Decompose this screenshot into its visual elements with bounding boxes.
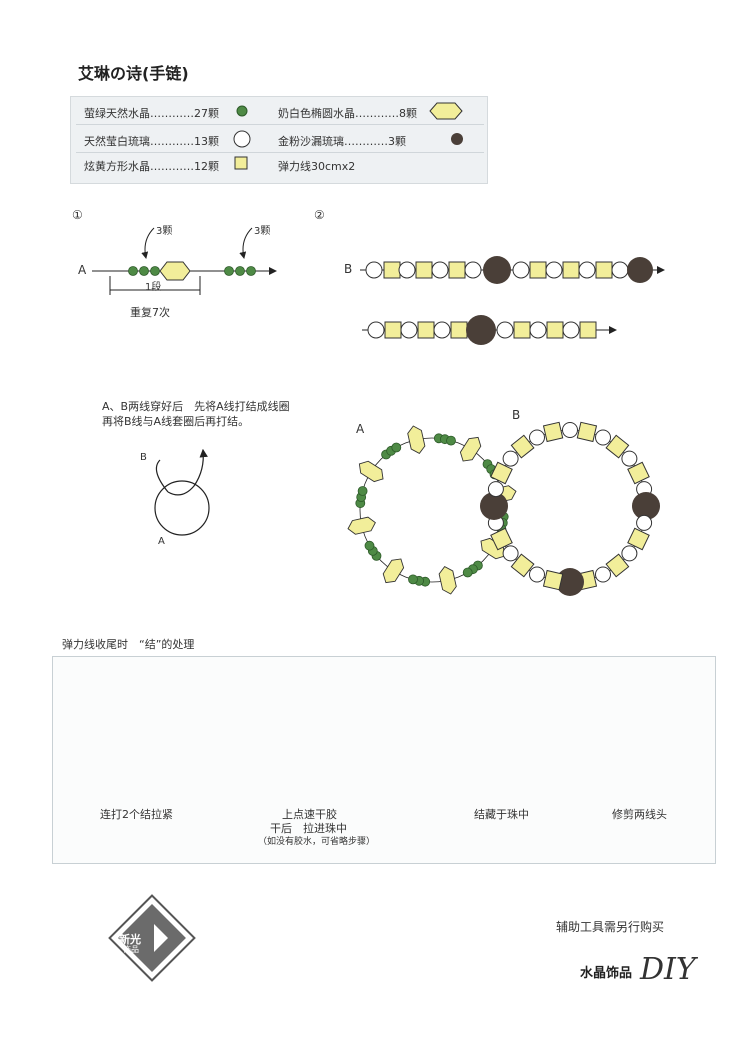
green-bead xyxy=(408,574,418,585)
square-crystal xyxy=(510,553,535,578)
white-glass-bead-icon xyxy=(233,130,251,148)
knot-caption: （如没有胶水，可省略步骤） xyxy=(258,837,376,847)
green-bead xyxy=(357,486,368,496)
brown-bead xyxy=(632,492,660,520)
bead-sequence-row-1 xyxy=(365,256,653,284)
string-loop-a xyxy=(154,480,210,536)
brand-name: 水晶饰品 xyxy=(580,966,633,981)
knot-caption: 连打2个结拉紧 xyxy=(100,808,173,821)
instruction-line: A、B两线穿好后 先将A线打结成线圈 xyxy=(102,400,290,413)
string-label: B xyxy=(344,262,353,276)
bead-sequence-row-2 xyxy=(367,315,597,345)
white-bead xyxy=(502,450,519,467)
material-item: 弹力线30cmx2 xyxy=(278,160,356,173)
string-label: B xyxy=(140,452,147,463)
bead-count-label: 3颗 xyxy=(254,226,271,237)
square-crystal xyxy=(576,421,598,443)
green-bead xyxy=(139,266,149,276)
brown-hourglass-bead-icon xyxy=(451,133,463,145)
footer-note: 辅助工具需另行购买 xyxy=(556,920,665,934)
knot-caption: 干后 拉进珠中 xyxy=(270,822,347,835)
knot-caption: 结藏于珠中 xyxy=(474,808,529,821)
bracelet-ring-b xyxy=(480,421,660,596)
repeat-note: 重复7次 xyxy=(130,306,170,319)
square-crystal xyxy=(627,461,650,485)
green-bead xyxy=(128,266,138,276)
green-bead xyxy=(224,266,234,276)
white-bead xyxy=(636,514,653,531)
white-bead xyxy=(529,429,545,446)
green-bead xyxy=(391,442,402,453)
string-b-path xyxy=(167,448,208,496)
green-bead xyxy=(364,540,375,551)
pointer-arrow xyxy=(239,227,253,259)
string-label: A xyxy=(78,263,87,277)
ring-label: B xyxy=(512,408,521,422)
oval-crystal xyxy=(407,425,426,454)
materials-divider xyxy=(76,124,484,125)
white-bead xyxy=(621,545,638,562)
material-item: 奶白色椭圆水晶…………8颗 xyxy=(278,107,417,120)
brand-script: DIY xyxy=(640,952,696,987)
string-b-path xyxy=(155,459,169,493)
yellow-square-crystal-icon xyxy=(234,156,248,170)
materials-panel xyxy=(70,96,488,184)
material-item: 天然莹白琉璃…………13颗 xyxy=(84,135,219,148)
brown-bead xyxy=(480,492,508,520)
green-round-bead-icon xyxy=(236,105,248,117)
oval-crystal xyxy=(382,558,405,584)
material-item: 金粉沙漏琉璃…………3颗 xyxy=(278,135,406,148)
white-bead xyxy=(487,481,504,498)
green-bead xyxy=(235,266,245,276)
logo-text: 新光 xyxy=(119,933,141,946)
white-bead xyxy=(621,450,638,467)
white-bead xyxy=(529,566,545,583)
white-bead xyxy=(595,566,611,583)
oval-crystal xyxy=(438,566,457,595)
green-bead xyxy=(246,266,256,276)
brown-bead xyxy=(556,568,584,596)
knot-caption: 上点速干胶 xyxy=(282,808,337,821)
oval-crystal xyxy=(159,261,191,281)
square-crystal xyxy=(490,461,513,485)
materials-divider xyxy=(76,152,484,153)
square-crystal xyxy=(542,421,564,443)
step-number: ② xyxy=(314,208,325,222)
green-bead xyxy=(462,567,473,578)
logo-text: 饰品 xyxy=(123,945,139,954)
oval-crystal xyxy=(358,460,384,483)
white-bead xyxy=(595,429,611,446)
material-item: 萤绿天然水晶…………27颗 xyxy=(84,107,219,120)
knot-process-panel xyxy=(52,656,716,864)
green-bead xyxy=(150,266,160,276)
green-bead xyxy=(446,435,456,446)
page-title: 艾琳の诗(手链) xyxy=(78,64,189,83)
bead-count-label: 3颗 xyxy=(156,226,173,237)
brand-logo xyxy=(108,894,196,982)
section-title: 弹力线收尾时 “结”的处理 xyxy=(62,638,195,651)
oval-crystal xyxy=(347,516,376,535)
square-crystal xyxy=(542,569,564,591)
pointer-arrow xyxy=(141,227,155,259)
yellow-oval-crystal-icon xyxy=(429,102,463,120)
instruction-line: 再将B线与A线套圈后再打结。 xyxy=(102,415,250,428)
string-label: A xyxy=(158,536,165,547)
square-crystal xyxy=(627,527,650,551)
oval-crystal xyxy=(459,436,482,462)
material-item: 炫黄方形水晶…………12颗 xyxy=(84,160,219,173)
step-number: ① xyxy=(72,208,83,222)
square-crystal xyxy=(605,553,630,578)
bracelet-ring-a xyxy=(347,425,517,595)
ring-label: A xyxy=(356,422,365,436)
white-bead xyxy=(502,545,519,562)
knot-caption: 修剪两线头 xyxy=(612,808,667,821)
white-bead xyxy=(562,422,578,438)
square-crystal xyxy=(510,434,535,459)
square-crystal xyxy=(490,527,513,551)
square-crystal xyxy=(605,434,630,459)
segment-label: 1段 xyxy=(145,282,162,293)
